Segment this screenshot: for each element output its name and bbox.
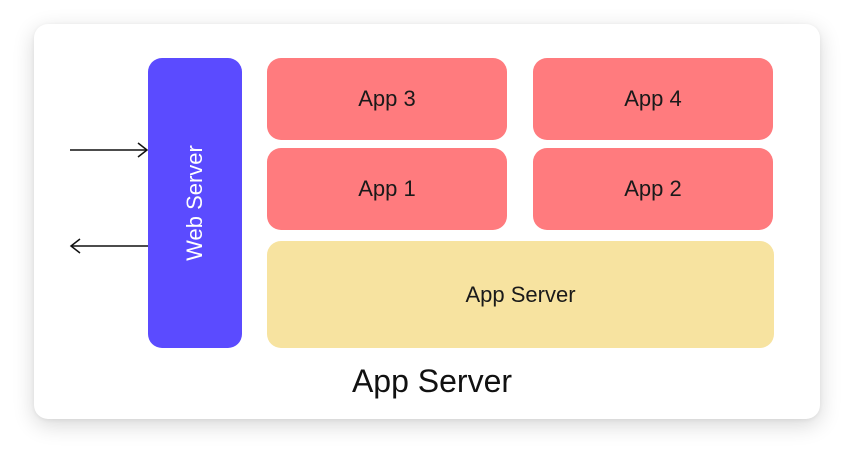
app-3-label: App 3 bbox=[358, 86, 416, 111]
app-4-label: App 4 bbox=[624, 86, 682, 111]
arrow-outbound-head bbox=[69, 238, 81, 254]
web-server-box: Web Server bbox=[148, 58, 242, 348]
diagram-caption: App Server bbox=[351, 363, 513, 399]
arrow-inbound bbox=[70, 142, 149, 158]
web-server-label: Web Server bbox=[182, 145, 207, 261]
app-4-box: App 4 bbox=[533, 58, 773, 140]
arrow-inbound-head bbox=[137, 142, 149, 158]
arrow-outbound bbox=[69, 238, 148, 254]
app-2-box: App 2 bbox=[533, 148, 773, 230]
app-2-label: App 2 bbox=[624, 176, 682, 201]
app-server-box: App Server bbox=[267, 241, 774, 348]
app-server-box-label: App Server bbox=[465, 281, 576, 307]
app-1-box: App 1 bbox=[267, 148, 507, 230]
app-1-label: App 1 bbox=[358, 176, 416, 201]
app-3-box: App 3 bbox=[267, 58, 507, 140]
